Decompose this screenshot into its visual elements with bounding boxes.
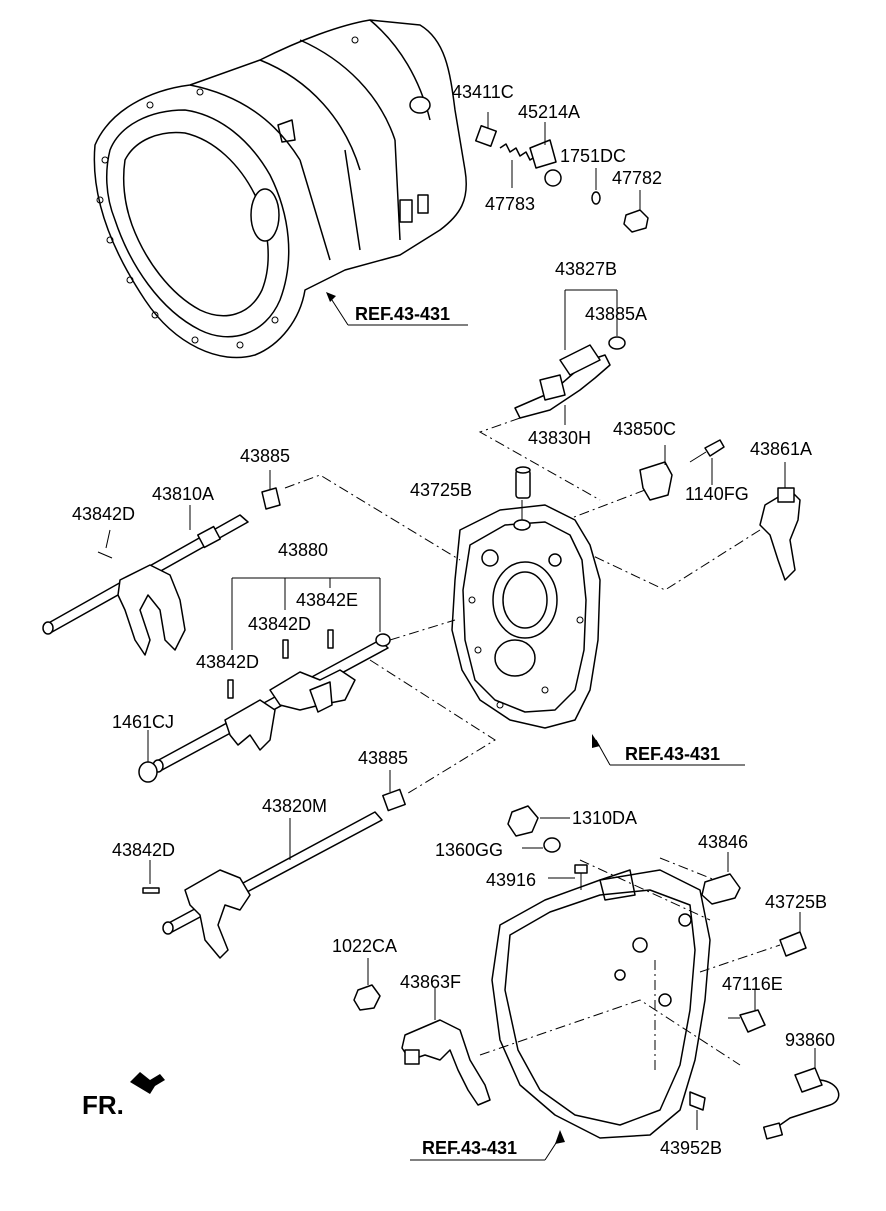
label-45214A: 45214A — [518, 102, 580, 122]
sensor-47116E — [728, 990, 766, 1033]
label-1310DA: 1310DA — [572, 808, 637, 828]
label-1360GG: 1360GG — [435, 840, 503, 860]
ref-label-3: REF.43-431 — [422, 1138, 517, 1158]
label-43842E: 43842E — [296, 590, 358, 610]
label-43827B: 43827B — [555, 259, 617, 279]
shift-rail-43880 — [138, 577, 496, 796]
label-43842D-a: 43842D — [72, 504, 135, 524]
front-arrow-icon — [130, 1072, 165, 1094]
label-1022CA: 1022CA — [332, 936, 397, 956]
dowel-43725B-bottom — [699, 912, 807, 973]
plug-43411C — [474, 112, 498, 148]
label-43861A: 43861A — [750, 439, 812, 459]
label-43830H: 43830H — [528, 428, 591, 448]
label-43850C: 43850C — [613, 419, 676, 439]
label-43725B-top: 43725B — [410, 480, 472, 500]
label-43885-mid: 43885 — [358, 748, 408, 768]
extension-case — [479, 859, 741, 1139]
label-1140FG: 1140FG — [685, 484, 749, 504]
shift-lug-43830H — [478, 289, 626, 501]
label-43842D-d: 43842D — [112, 840, 175, 860]
front-label: FR. — [82, 1090, 124, 1120]
nut-1022CA — [353, 958, 381, 1011]
lever-43863F — [401, 988, 491, 1106]
ref-arrow-3 — [410, 1130, 565, 1161]
label-43842D-b: 43842D — [248, 614, 311, 634]
label-43880: 43880 — [278, 540, 328, 560]
ref-label-1: REF.43-431 — [355, 304, 450, 324]
bolt-43952B — [689, 1091, 706, 1130]
nut-1310DA — [507, 805, 570, 837]
label-43863F: 43863F — [400, 972, 461, 992]
label-43411C: 43411C — [452, 82, 514, 102]
washer-1360GG — [522, 837, 561, 853]
label-43820M: 43820M — [262, 796, 327, 816]
shift-rail-43820M — [142, 770, 406, 959]
label-93860: 93860 — [785, 1030, 835, 1050]
label-43916: 43916 — [486, 870, 536, 890]
ref-arrow-2 — [592, 734, 745, 766]
label-47116E: 47116E — [722, 974, 783, 994]
front-direction-indicator — [130, 1072, 165, 1094]
oring-1751DC — [591, 168, 601, 205]
bracket-43850C — [539, 439, 725, 531]
part-labels: 43411C 45214A 1751DC 47782 47783 43827B … — [72, 82, 835, 1158]
ref-arrow-1 — [326, 292, 468, 326]
bolt-43916 — [548, 864, 588, 890]
intermediate-case — [451, 500, 601, 729]
label-43725B-bottom: 43725B — [765, 892, 827, 912]
label-47782: 47782 — [612, 168, 662, 188]
switch-43846 — [659, 852, 741, 905]
label-43846: 43846 — [698, 832, 748, 852]
label-43885A: 43885A — [585, 304, 647, 324]
label-43952B: 43952B — [660, 1138, 722, 1158]
label-43885-top: 43885 — [240, 446, 290, 466]
label-1461CJ: 1461CJ — [112, 712, 174, 732]
transmission-case — [93, 19, 467, 359]
label-43810A: 43810A — [152, 484, 214, 504]
dowel-43725B-top — [515, 466, 531, 499]
ref-label-2: REF.43-431 — [625, 744, 720, 764]
spring-47783 — [499, 143, 537, 188]
plate-45214A — [529, 122, 562, 187]
bolt-47782 — [623, 190, 649, 233]
label-47783: 47783 — [485, 194, 535, 214]
label-1751DC: 1751DC — [560, 146, 626, 166]
shift-rail-43810A — [42, 470, 461, 656]
fork-43861A — [569, 462, 801, 591]
sensor-93860 — [762, 1048, 840, 1140]
label-43842D-c: 43842D — [196, 652, 259, 672]
